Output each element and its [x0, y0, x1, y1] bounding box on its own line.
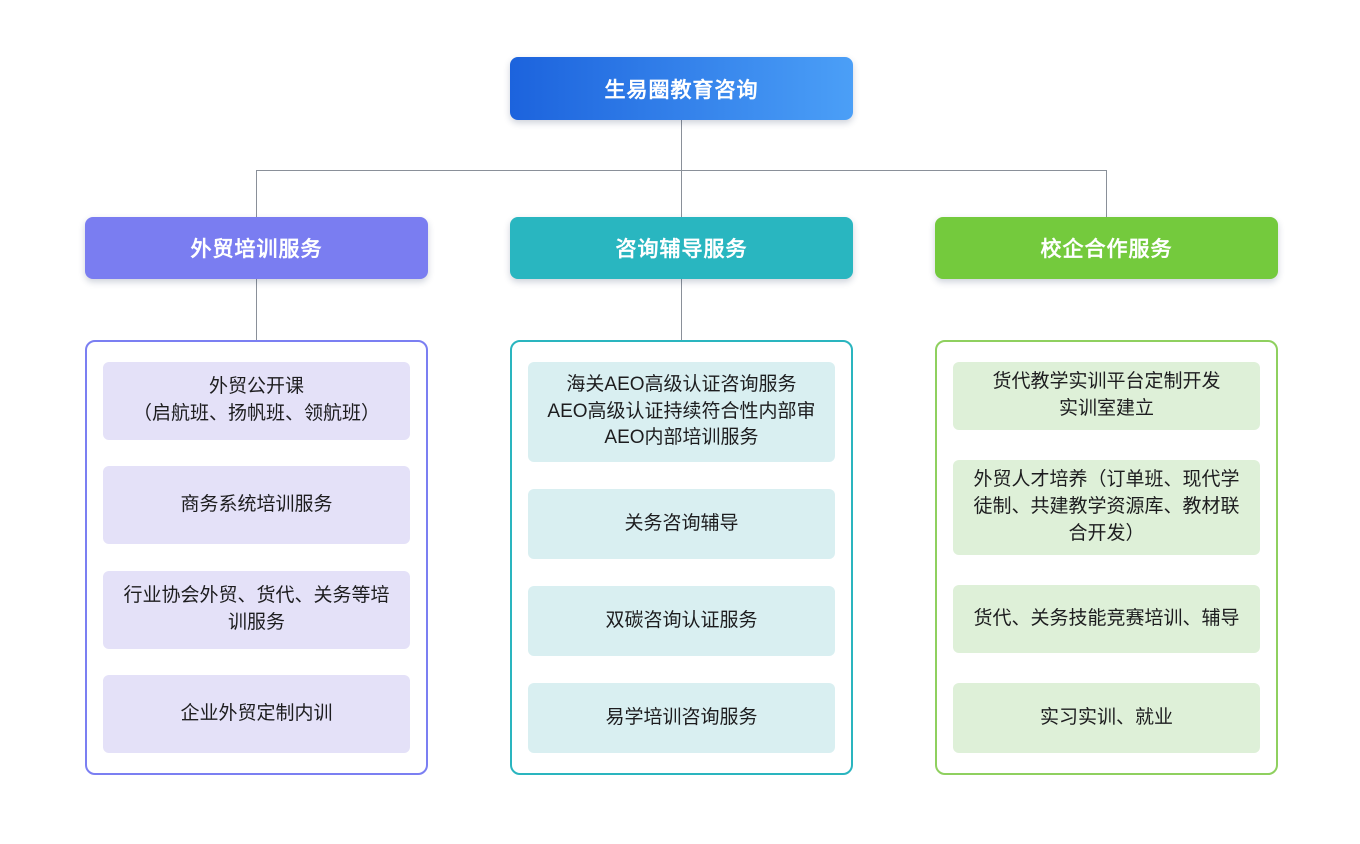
- root-node: 生易圈教育咨询: [510, 57, 853, 120]
- service-item: 外贸人才培养（订单班、现代学 徒制、共建教学资源库、教材联 合开发）: [953, 460, 1260, 555]
- service-item: 货代教学实训平台定制开发 实训室建立: [953, 362, 1260, 430]
- connector-branch1-drop-line: [256, 170, 257, 217]
- service-item: 关务咨询辅导: [528, 489, 835, 559]
- branch-header-foreign-trade-training: 外贸培训服务: [85, 217, 428, 279]
- service-item: 商务系统培训服务: [103, 466, 410, 545]
- service-item: 货代、关务技能竞赛培训、辅导: [953, 585, 1260, 653]
- branch-container-foreign-trade-training: 外贸公开课 （启航班、扬帆班、领航班） 商务系统培训服务 行业协会外贸、货代、关…: [85, 340, 428, 775]
- branch-container-consulting-coaching: 海关AEO高级认证咨询服务 AEO高级认证持续符合性内部审 AEO内部培训服务 …: [510, 340, 853, 775]
- branch-container-school-enterprise-cooperation: 货代教学实训平台定制开发 实训室建立 外贸人才培养（订单班、现代学 徒制、共建教…: [935, 340, 1278, 775]
- branch-header-school-enterprise-cooperation: 校企合作服务: [935, 217, 1278, 279]
- service-item: 企业外贸定制内训: [103, 674, 410, 753]
- connector-branch2-drop-line: [681, 170, 682, 217]
- service-item: 双碳咨询认证服务: [528, 586, 835, 656]
- connector-branch3-drop-line: [1106, 170, 1107, 217]
- connector-root-vertical-line: [681, 120, 682, 170]
- connector-branch2-container-line: [681, 279, 682, 340]
- service-item: 海关AEO高级认证咨询服务 AEO高级认证持续符合性内部审 AEO内部培训服务: [528, 362, 835, 462]
- service-item: 易学培训咨询服务: [528, 683, 835, 753]
- service-item: 行业协会外贸、货代、关务等培 训服务: [103, 570, 410, 649]
- branch-header-consulting-coaching: 咨询辅导服务: [510, 217, 853, 279]
- service-item: 实习实训、就业: [953, 683, 1260, 753]
- connector-branch1-container-line: [256, 279, 257, 340]
- service-item: 外贸公开课 （启航班、扬帆班、领航班）: [103, 362, 410, 440]
